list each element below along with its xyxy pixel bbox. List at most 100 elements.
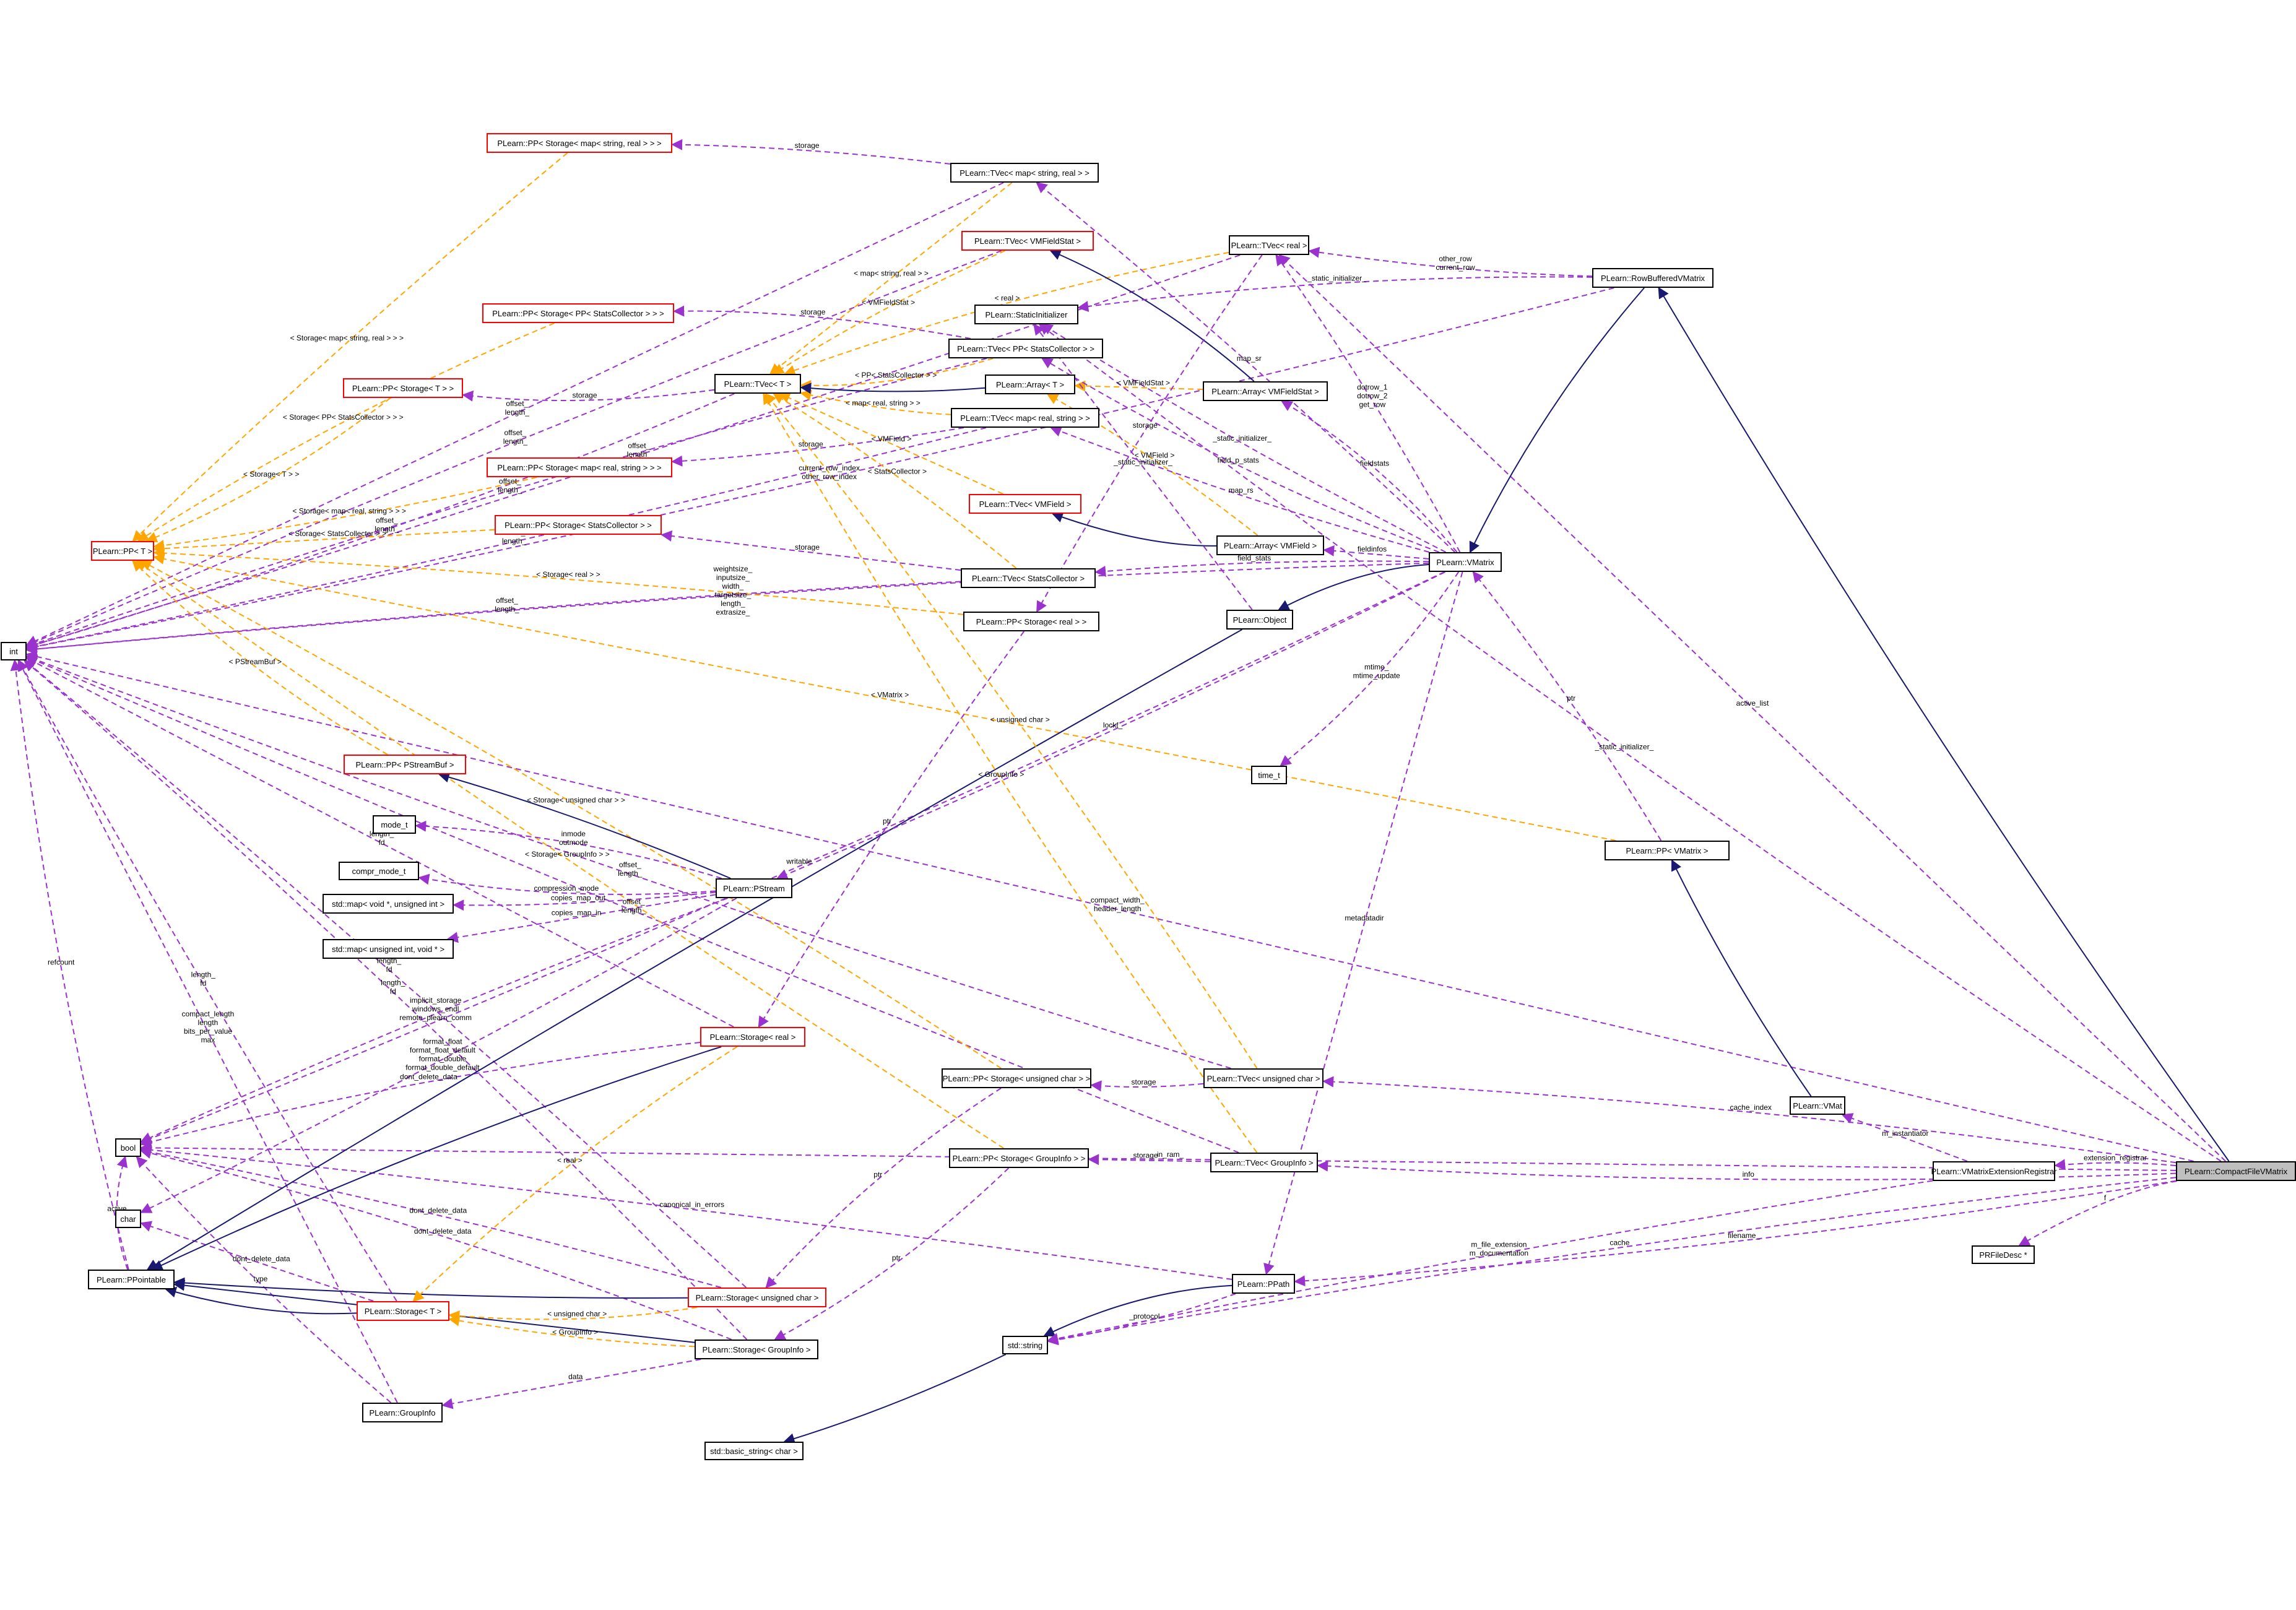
node-tvec-pp-sc[interactable]: PLearn::TVec< PP< StatsCollector > > (948, 339, 1103, 358)
node-storage-uchar[interactable]: PLearn::Storage< unsigned char > (688, 1288, 826, 1307)
node-basic-string[interactable]: std::basic_string< char > (704, 1442, 804, 1460)
node-tvec-uchar[interactable]: PLearn::TVec< unsigned char > (1203, 1068, 1323, 1088)
node-box (323, 894, 454, 914)
node-box (1251, 766, 1287, 784)
node-tvec-vmfieldstat[interactable]: PLearn::TVec< VMFieldStat > (961, 231, 1094, 251)
edge-label: < GroupInfo > (552, 1328, 598, 1336)
edge-label: windows_endl (412, 1005, 459, 1013)
node-pp-storage-uchar[interactable]: PLearn::PP< Storage< unsigned char > > (942, 1068, 1091, 1088)
node-label: time_t (1258, 771, 1280, 780)
edge-label: compact_width_ (1091, 896, 1145, 904)
edge-label: field_p_stats (1218, 456, 1259, 465)
node-array-vmfield[interactable]: PLearn::Array< VMField > (1216, 535, 1324, 555)
template-edge-storage-uchar-to-storage-t (448, 1307, 698, 1322)
template-edge-pp-storage-t-to-pp-t (145, 397, 391, 543)
node-vmat[interactable]: PLearn::VMat (1790, 1096, 1845, 1115)
node-storage-t[interactable]: PLearn::Storage< T > (357, 1301, 449, 1321)
node-map-void-uint[interactable]: std::map< void *, unsigned int > (323, 894, 454, 914)
node-ppath[interactable]: PLearn::PPath (1232, 1274, 1295, 1294)
edge-label: dont_delete_data (400, 1073, 457, 1081)
member-edge-vmatrix-to-pstream (776, 571, 1446, 880)
edge-label: get_row (1359, 400, 1385, 409)
member-edge-storage-real-to-int (25, 657, 734, 1028)
node-tvec-t[interactable]: PLearn::TVec< T > (714, 374, 801, 394)
node-storage-groupinfo[interactable]: PLearn::Storage< GroupInfo > (695, 1340, 818, 1359)
node-tvec-sc[interactable]: PLearn::TVec< StatsCollector > (961, 568, 1096, 588)
member-edge-vmatrix-to-tvec-map-sr (1036, 181, 1455, 553)
node-char[interactable]: char (115, 1210, 141, 1228)
node-label: PLearn::TVec< GroupInfo > (1215, 1158, 1314, 1167)
edge-labels-layer: current_row_indexother_row_indexoffset_l… (48, 141, 2147, 1381)
inherit-edge-array-vmfield-to-tvec-vmfield (1051, 512, 1217, 547)
node-std-string[interactable]: std::string (1002, 1336, 1048, 1354)
member-edge-tvec-map-sr-to-pp-storage-map-sr (671, 139, 951, 165)
node-label: bool (121, 1143, 136, 1153)
node-mode-t[interactable]: mode_t (373, 815, 416, 834)
node-label: PLearn::PP< Storage< GroupInfo > > (953, 1154, 1086, 1163)
node-map-uint-void[interactable]: std::map< unsigned int, void * > (323, 939, 454, 959)
node-box (1605, 841, 1730, 860)
node-pp-storage-groupinfo[interactable]: PLearn::PP< Storage< GroupInfo > > (949, 1148, 1089, 1168)
node-pp-t[interactable]: PLearn::PP< T > (91, 541, 154, 561)
node-label: std::string (1008, 1341, 1042, 1350)
edge-label: storage (795, 141, 820, 150)
node-ext-registrar[interactable]: PLearn::VMatrixExtensionRegistrar (1931, 1161, 2057, 1181)
member-edge-rowbuffered-to-tvec-real (1308, 246, 1593, 277)
edge-label: compression_mode (534, 884, 599, 893)
member-edge-compactfile-to-prfiledesc (2018, 1180, 2177, 1246)
node-rowbuffered[interactable]: PLearn::RowBufferedVMatrix (1592, 268, 1713, 288)
node-pp-pstreambuf[interactable]: PLearn::PP< PStreamBuf > (344, 755, 466, 774)
node-box (323, 939, 454, 959)
node-pp-storage-map-sr[interactable]: PLearn::PP< Storage< map< string, real >… (487, 133, 672, 153)
node-label: PLearn::Storage< unsigned char > (696, 1293, 819, 1302)
node-pp-storage-pp-sc[interactable]: PLearn::PP< Storage< PP< StatsCollector … (482, 303, 674, 323)
edge-label: ptr (1567, 694, 1575, 703)
node-vmatrix[interactable]: PLearn::VMatrix (1429, 552, 1502, 572)
edge-label: storage (795, 543, 820, 552)
node-box (482, 303, 674, 323)
node-int[interactable]: int (1, 642, 27, 660)
node-array-t[interactable]: PLearn::Array< T > (985, 374, 1075, 394)
node-tvec-map-rs[interactable]: PLearn::TVec< map< real, string > > (951, 408, 1099, 428)
edge-label: dont_delete_data (233, 1254, 290, 1263)
edge-label: _static_initializer_ (1113, 458, 1172, 467)
edge-label: < real > (995, 294, 1020, 303)
node-pp-storage-sc[interactable]: PLearn::PP< Storage< StatsCollector > > (495, 515, 662, 535)
node-ppointable[interactable]: PLearn::PPointable (88, 1270, 175, 1289)
node-tvec-map-sr[interactable]: PLearn::TVec< map< string, real > > (950, 163, 1099, 183)
node-pstream[interactable]: PLearn::PStream (716, 878, 792, 898)
edge-label: other_row (1439, 254, 1472, 263)
node-bool[interactable]: bool (115, 1138, 141, 1157)
edge-label: < Storage< unsigned char > > (527, 796, 625, 805)
node-box (88, 1270, 175, 1289)
node-tvec-vmfield[interactable]: PLearn::TVec< VMField > (969, 494, 1081, 514)
template-edge-tvec-vmfield-to-tvec-t (778, 392, 1003, 495)
edges-layer (10, 139, 2230, 1444)
node-tvec-groupinfo[interactable]: PLearn::TVec< GroupInfo > (1210, 1153, 1318, 1172)
node-storage-real[interactable]: PLearn::Storage< real > (700, 1027, 805, 1047)
node-tvec-real[interactable]: PLearn::TVec< real > (1229, 235, 1309, 255)
node-compr-mode-t[interactable]: compr_mode_t (339, 862, 419, 880)
node-object[interactable]: PLearn::Object (1226, 610, 1293, 630)
edge-label: cache (1609, 1239, 1629, 1247)
member-edge-pp-storage-uchar-to-storage-uchar (765, 1088, 1002, 1289)
node-time-t[interactable]: time_t (1251, 766, 1287, 784)
template-edge-pp-storage-pp-sc-to-pp-t (137, 322, 555, 542)
edge-label: offset_ (496, 596, 518, 605)
member-edge-pstream-to-map-void-uint (453, 891, 716, 911)
node-compactfile[interactable]: PLearn::CompactFileVMatrix (2176, 1161, 2296, 1181)
edge-label: < Storage< T > > (243, 470, 299, 478)
node-groupinfo[interactable]: PLearn::GroupInfo (362, 1403, 443, 1422)
node-array-vmfieldstat[interactable]: PLearn::Array< VMFieldStat > (1203, 381, 1328, 401)
node-pp-vmatrix[interactable]: PLearn::PP< VMatrix > (1605, 841, 1730, 860)
node-pp-storage-t[interactable]: PLearn::PP< Storage< T > > (343, 378, 463, 398)
node-static-init[interactable]: PLearn::StaticInitializer (974, 305, 1078, 324)
node-pp-storage-map-rs[interactable]: PLearn::PP< Storage< map< real, string >… (487, 457, 672, 477)
edge-label: offset_ (504, 428, 526, 437)
member-edge-pstream-to-char (140, 898, 737, 1213)
node-prfiledesc[interactable]: PRFileDesc * (1972, 1245, 2035, 1264)
node-pp-storage-real[interactable]: PLearn::PP< Storage< real > > (963, 612, 1099, 631)
member-edge-tvec-uchar-to-pp-storage-uchar (1090, 1080, 1204, 1092)
edge-label: max (201, 1036, 215, 1044)
node-label: PLearn::TVec< VMFieldStat > (974, 236, 1081, 246)
